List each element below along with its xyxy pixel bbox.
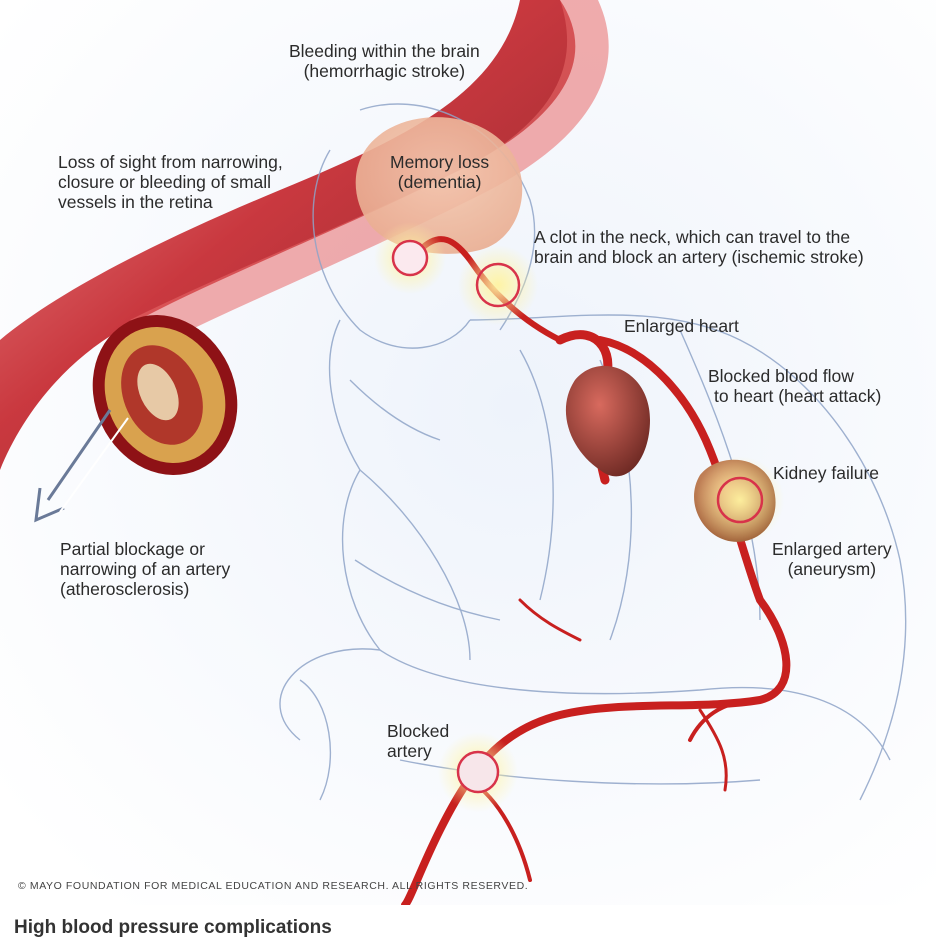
label-enlarged-heart: Enlarged heart [624,316,739,336]
label-atherosclerosis: Partial blockage or narrowing of an arte… [60,539,230,599]
label-ischemic-stroke: A clot in the neck, which can travel to … [534,227,864,267]
label-kidney-failure: Kidney failure [773,463,879,483]
label-line: vessels in the retina [58,192,213,212]
label-line: Enlarged heart [624,316,739,336]
label-line: brain and block an artery (ischemic stro… [534,247,864,267]
label-line: artery [387,741,432,761]
copyright-credit: © MAYO FOUNDATION FOR MEDICAL EDUCATION … [18,880,529,892]
label-line: to heart (heart attack) [714,386,882,406]
label-line: closure or bleeding of small [58,172,272,192]
label-line: (aneurysm) [787,559,877,579]
anatomy-drawing [0,0,936,905]
label-memory-loss: Memory loss (dementia) [390,152,489,192]
label-line: Blocked blood flow [708,366,854,386]
heart [565,365,650,477]
label-line: Enlarged artery [772,539,892,559]
label-line: Bleeding within the brain [289,41,480,61]
label-blocked-artery: Blocked artery [387,721,449,761]
label-line: Kidney failure [773,463,880,483]
label-line: (dementia) [397,172,482,192]
label-line: Partial blockage or [60,539,205,559]
figure-caption: High blood pressure complications [14,917,332,938]
highlight-markers [374,222,784,812]
label-line: (atherosclerosis) [60,579,190,599]
label-line: Loss of sight from narrowing, [58,152,283,172]
label-line: Memory loss [390,152,490,172]
label-aneurysm: Enlarged artery (aneurysm) [772,539,892,579]
illustration: Bleeding within the brain (hemorrhagic s… [0,0,936,905]
label-line: narrowing of an artery [60,559,231,579]
label-line: A clot in the neck, which can travel to … [534,227,851,247]
label-line: Blocked [387,721,450,741]
label-line: (hemorrhagic stroke) [303,61,466,81]
brain [355,117,523,254]
label-loss-of-sight: Loss of sight from narrowing, closure or… [58,152,283,212]
label-heart-attack: Blocked blood flow to heart (heart attac… [708,366,881,406]
label-hemorrhagic-stroke: Bleeding within the brain (hemorrhagic s… [289,41,480,81]
